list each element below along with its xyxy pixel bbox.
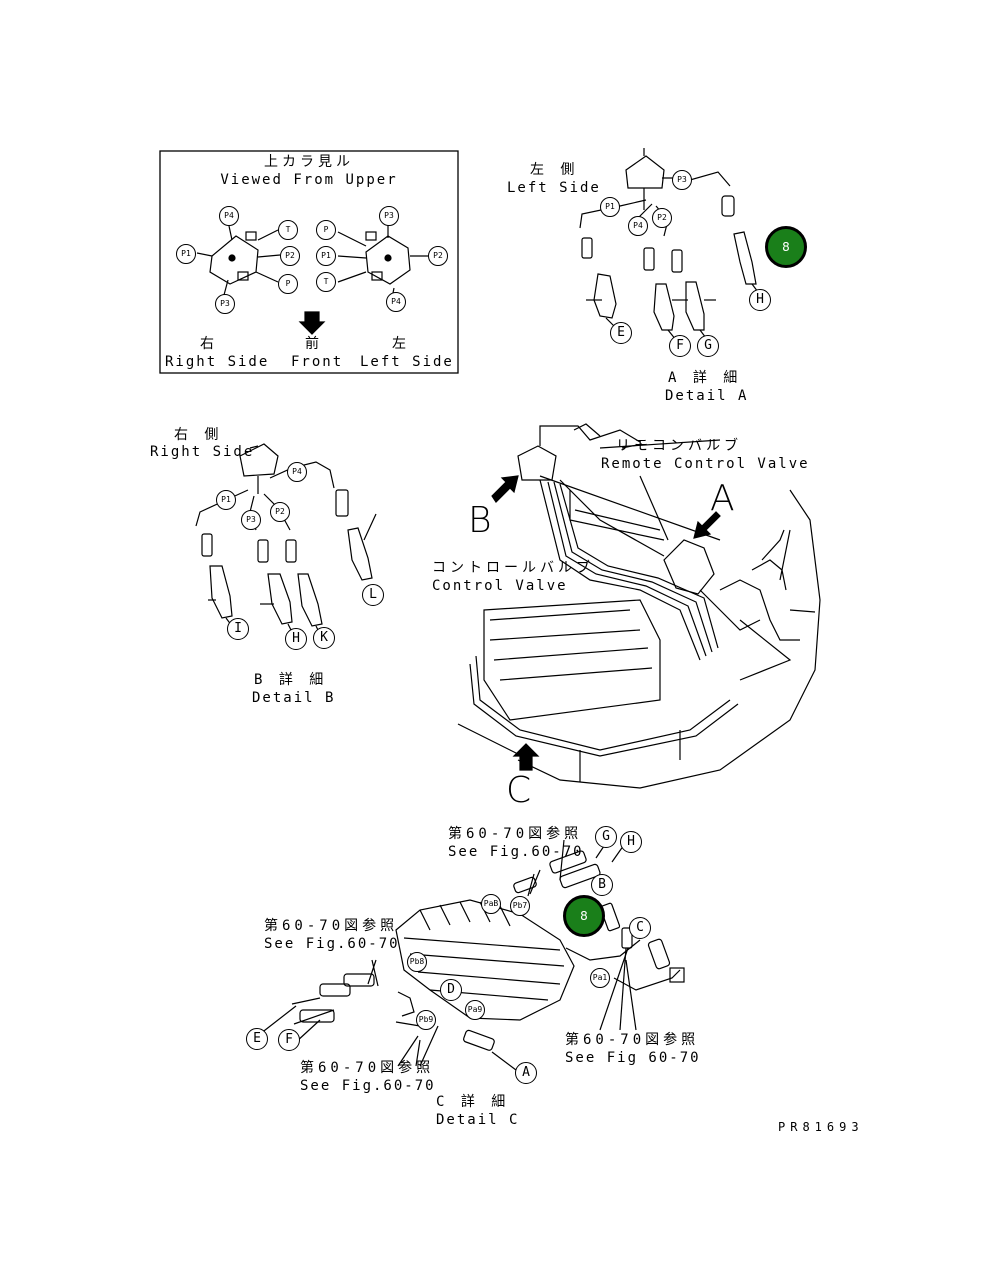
- detail-c-hose-h: H: [620, 831, 642, 853]
- inset-front-jp: 前: [305, 336, 323, 352]
- inset-frame: [159, 150, 459, 374]
- detail-a-side-jp: 左 側: [530, 162, 579, 178]
- detail-c-ref-jp-3: 第60-70図参照: [300, 1060, 435, 1076]
- inset-front-en: Front: [291, 354, 344, 370]
- detail-a-port-p4: P4: [628, 216, 648, 236]
- detail-b-caption-jp: B 詳 細: [254, 672, 328, 688]
- detail-c-ref-jp-4: 第60-70図参照: [565, 1032, 700, 1048]
- detail-b-hose-l: L: [362, 584, 384, 606]
- front-arrow: [298, 311, 326, 335]
- detail-a-hose-g: G: [697, 335, 719, 357]
- detail-b-hose-k: K: [313, 627, 335, 649]
- detail-c-ref-en-1: See Fig.60-70: [448, 844, 584, 860]
- inset-label-p2-left: P2: [280, 246, 300, 266]
- detail-b-hose-i: I: [227, 618, 249, 640]
- remote-control-valve-jp: リモコンバルブ: [616, 438, 742, 454]
- detail-c-hose-e: E: [246, 1028, 268, 1050]
- inset-left-jp: 左: [392, 336, 410, 352]
- detail-b-port-p1: P1: [216, 490, 236, 510]
- detail-b-port-p3: P3: [241, 510, 261, 530]
- detail-b-caption-en: Detail B: [252, 690, 336, 706]
- detail-c-port-pb9: Pb9: [416, 1010, 436, 1030]
- inset-left-en: Left Side: [360, 354, 454, 370]
- part-number: PR81693: [778, 1120, 864, 1134]
- inset-label-p1-right: P1: [316, 246, 336, 266]
- detail-c-port-pb8: Pb8: [407, 952, 427, 972]
- detail-c-caption-en: Detail C: [436, 1112, 520, 1128]
- arrow-b: [491, 475, 519, 503]
- detail-c-port-pab: PaB: [481, 894, 501, 914]
- inset-label-p4-right: P4: [386, 292, 406, 312]
- control-valve-jp: コントロールバルブ: [432, 560, 594, 576]
- detail-a-hose-h: H: [749, 289, 771, 311]
- inset-label-t-left: T: [278, 220, 298, 240]
- view-label-a: A: [710, 478, 735, 519]
- detail-b-hose-h: H: [285, 628, 307, 650]
- inset-label-p3-right: P3: [379, 206, 399, 226]
- detail-c-hose-c: C: [629, 917, 651, 939]
- detail-c-ref-jp-1: 第60-70図参照: [448, 826, 583, 842]
- arrow-a: [693, 511, 721, 539]
- detail-a-caption-en: Detail A: [665, 388, 749, 404]
- detail-c-hose-b: B: [591, 874, 613, 896]
- detail-a-caption-jp: A 詳 細: [668, 370, 742, 386]
- inset-left-valve: [196, 225, 281, 296]
- control-valve-en: Control Valve: [432, 578, 568, 594]
- detail-c-ref-en-3: See Fig.60-70: [300, 1078, 436, 1094]
- detail-a-side-en: Left Side: [507, 180, 601, 196]
- remote-control-valve-en: Remote Control Valve: [601, 456, 810, 472]
- detail-b-side-jp: 右 側: [174, 427, 223, 443]
- detail-a-port-p3: P3: [672, 170, 692, 190]
- detail-a-port-p2: P2: [652, 208, 672, 228]
- detail-c-caption-jp: C 詳 細: [436, 1094, 510, 1110]
- inset-title-jp: 上カラ見ル: [264, 154, 354, 170]
- detail-b-lines: [195, 443, 377, 635]
- inset-label-p-left: P: [278, 274, 298, 294]
- detail-a-hose-e: E: [610, 322, 632, 344]
- detail-c-port-pb7: Pb7: [510, 896, 530, 916]
- inset-right-jp: 右: [200, 336, 218, 352]
- detail-c-port-pa9: Pa9: [465, 1000, 485, 1020]
- view-label-b: B: [468, 500, 492, 541]
- detail-c-ref-en-2: See Fig.60-70: [264, 936, 400, 952]
- inset-label-t-right: T: [316, 272, 336, 292]
- detail-c-ref-jp-2: 第60-70図参照: [264, 918, 399, 934]
- inset-label-p-right: P: [316, 220, 336, 240]
- arrow-c: [512, 743, 540, 771]
- callout-marker-a[interactable]: 8: [765, 226, 807, 268]
- detail-c-port-pa1: Pa1: [590, 968, 610, 988]
- detail-c-lines: [259, 839, 685, 1071]
- inset-title-en: Viewed From Upper: [220, 172, 398, 188]
- inset-right-valve: [337, 225, 428, 299]
- callout-marker-c[interactable]: 8: [563, 895, 605, 937]
- detail-c-hose-a: A: [515, 1062, 537, 1084]
- inset-label-p4-left: P4: [219, 206, 239, 226]
- detail-c-hose-d: D: [440, 979, 462, 1001]
- inset-label-p3-left: P3: [215, 294, 235, 314]
- detail-a-lines: [579, 148, 759, 341]
- main-illustration-lines: [457, 423, 821, 789]
- view-label-c: C: [506, 770, 532, 811]
- inset-label-p1-left: P1: [176, 244, 196, 264]
- detail-c-hose-g: G: [595, 826, 617, 848]
- detail-b-side-en: Right Side: [150, 444, 255, 460]
- detail-b-port-p2: P2: [270, 502, 290, 522]
- detail-b-port-p4: P4: [287, 462, 307, 482]
- detail-a-hose-f: F: [669, 335, 691, 357]
- inset-label-p2-right: P2: [428, 246, 448, 266]
- inset-right-en: Right Side: [165, 354, 270, 370]
- detail-c-ref-en-4: See Fig 60-70: [565, 1050, 701, 1066]
- detail-c-hose-f: F: [278, 1029, 300, 1051]
- detail-a-port-p1: P1: [600, 197, 620, 217]
